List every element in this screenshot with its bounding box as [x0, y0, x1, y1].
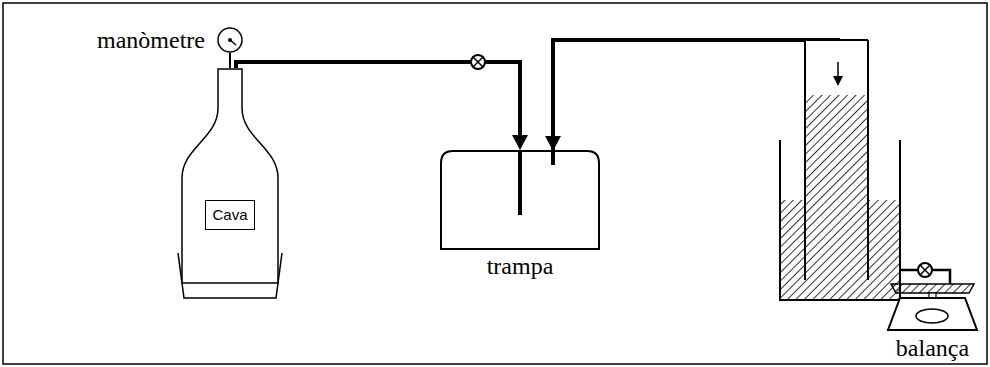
trap-outline — [440, 150, 600, 250]
pipe-connector — [230, 53, 231, 68]
bottle-label: Cava — [205, 200, 254, 230]
arrow-head — [545, 136, 561, 151]
tube-gas — [805, 40, 868, 280]
gauge-label: manòmetre — [97, 27, 205, 53]
pipe-connector — [236, 62, 528, 150]
gas-pipe — [553, 40, 838, 165]
balance: balança — [885, 284, 980, 332]
pressure-gauge: manòmetre — [217, 27, 243, 53]
water-inner — [805, 95, 868, 280]
pipe-line — [236, 62, 520, 136]
valve-symbol — [918, 263, 932, 277]
inlet-tube — [518, 150, 522, 215]
cava-bottle: Cava — [178, 68, 282, 300]
trap-vessel: trampa — [440, 150, 600, 250]
arrow-head — [512, 135, 528, 150]
balance-label: balança — [896, 335, 969, 361]
flow-arrow — [837, 62, 839, 78]
inverted-tube — [805, 40, 868, 280]
gauge-symbol — [217, 27, 243, 53]
valve-symbol — [471, 55, 485, 69]
pipe-line — [229, 53, 231, 68]
frame-border — [3, 3, 987, 364]
flow-arrow-head — [833, 76, 843, 86]
beaker — [780, 140, 900, 300]
bottle-outline — [178, 68, 282, 300]
trap-label: trampa — [487, 253, 554, 279]
balance-symbol — [885, 284, 980, 332]
